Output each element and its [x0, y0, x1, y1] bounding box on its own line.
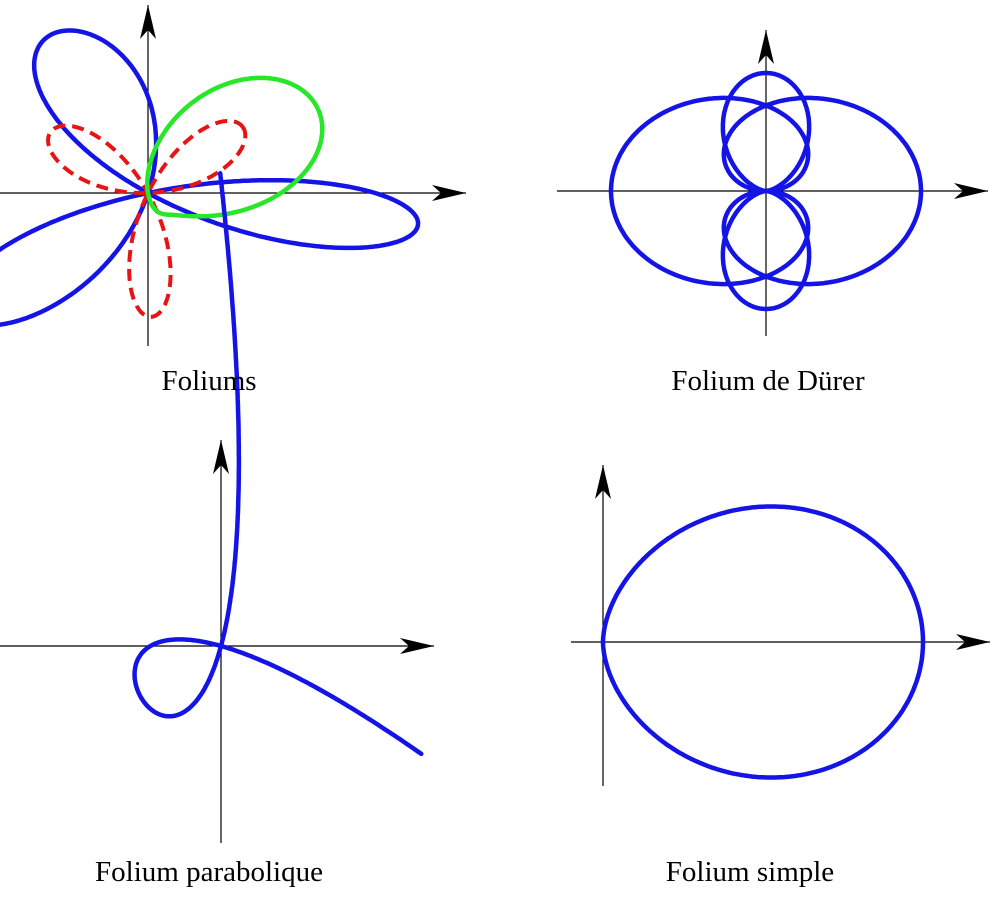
panel-foliums — [0, 5, 466, 346]
durer-inner-curve — [720, 70, 812, 312]
simple-folium-curve — [600, 504, 926, 780]
folium-green-curve — [144, 75, 325, 219]
panel-durer — [557, 30, 988, 336]
caption-foliums: Foliums — [161, 365, 257, 397]
parabolic-folium-curve — [132, 171, 424, 757]
durer-outer-curve — [608, 95, 924, 287]
panel-parabolique — [0, 171, 434, 843]
caption-durer: Folium de Dürer — [671, 365, 865, 397]
caption-parabolique: Folium parabolique — [95, 856, 323, 888]
panel-simple — [571, 465, 990, 786]
caption-simple: Folium simple — [665, 856, 835, 888]
